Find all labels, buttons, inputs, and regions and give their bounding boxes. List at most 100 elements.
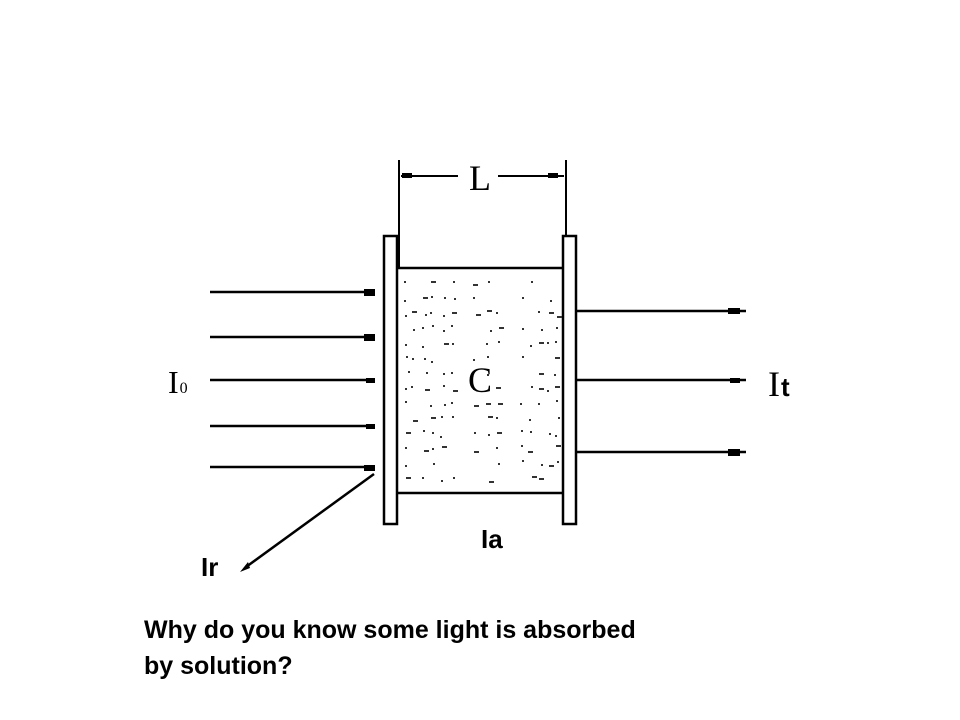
solution-particle [489, 481, 494, 483]
solution-particle [405, 388, 407, 390]
solution-particle [549, 465, 554, 467]
solution-particle [555, 386, 560, 388]
solution-particle [547, 342, 549, 344]
cuvette-left-wall [382, 234, 399, 526]
solution-particle [404, 300, 406, 302]
solution-particle [497, 432, 502, 434]
transmitted-label-main: I [768, 364, 780, 404]
solution-particle [441, 480, 443, 482]
question-text: Why do you know some light is absorbed b… [144, 612, 844, 684]
solution-particle [487, 356, 489, 358]
solution-particle [558, 417, 560, 419]
solution-particle [440, 436, 442, 438]
solution-particle [496, 312, 498, 314]
solution-particle [554, 374, 556, 376]
concentration-label: C [468, 360, 492, 400]
solution-particle [550, 300, 552, 302]
solution-particle [443, 315, 445, 317]
solution-particle [522, 460, 524, 462]
solution-particle [549, 433, 551, 435]
transmitted-beam-heads [728, 308, 740, 456]
solution-particle [454, 298, 456, 300]
solution-particle [557, 461, 559, 463]
solution-particle [473, 388, 475, 390]
solution-particle [432, 325, 434, 327]
incident-beam-head [366, 424, 375, 429]
incident-beam-head [364, 465, 375, 471]
solution-particle [444, 343, 449, 345]
solution-particle [486, 403, 491, 405]
solution-particle [529, 419, 531, 421]
solution-particles [404, 281, 562, 483]
transmitted-beams [577, 309, 746, 454]
solution-particle [422, 477, 424, 479]
solution-particle [432, 448, 434, 450]
solution-particle [488, 416, 493, 418]
solution-particle [522, 297, 524, 299]
reflected-arrow-head [240, 562, 250, 572]
incident-beam-heads [364, 289, 375, 471]
solution-particle [556, 445, 561, 447]
solution-particle [530, 345, 532, 347]
transmitted-beam-head [728, 308, 740, 314]
solution-particle [556, 400, 558, 402]
solution-particle [538, 311, 540, 313]
solution-particle [444, 297, 446, 299]
solution-particle [412, 358, 414, 360]
incident-beam-head [366, 378, 375, 383]
solution-particle [541, 329, 543, 331]
solution-particle [430, 405, 432, 407]
solution-particle [444, 404, 446, 406]
solution-particle [451, 372, 453, 374]
solution-particle [405, 465, 407, 467]
solution-particle [473, 284, 478, 286]
solution-particle [541, 464, 543, 466]
solution-particle [490, 330, 492, 332]
solution-particle [528, 451, 533, 453]
solution-particle [405, 401, 407, 403]
solution-particle [406, 477, 411, 479]
solution-particle [539, 478, 544, 480]
solution-particle [496, 447, 498, 449]
solution-particle [488, 434, 490, 436]
solution-particle [405, 344, 407, 346]
solution-particle [556, 327, 558, 329]
solution-particle [549, 312, 554, 314]
solution-particle [422, 346, 424, 348]
incident-beam-head [364, 289, 375, 296]
solution-particle [405, 447, 407, 449]
solution-particle [423, 430, 425, 432]
solution-particle [442, 446, 447, 448]
solution-particle [406, 356, 408, 358]
solution-particle [431, 296, 433, 298]
solution-particle [498, 341, 500, 343]
solution-particle [433, 463, 435, 465]
solution-particle [521, 445, 523, 447]
solution-particle [555, 435, 557, 437]
reflected-label: Ir [201, 552, 218, 582]
solution-particle [423, 297, 428, 299]
solution-particle [488, 281, 490, 283]
solution-particle [431, 281, 436, 283]
solution-particle [486, 343, 488, 345]
incident-beam-head [364, 334, 375, 341]
transmitted-beam-head [730, 378, 740, 383]
solution-particle [413, 329, 415, 331]
solution-particle [432, 432, 434, 434]
solution-particle [496, 387, 501, 389]
solution-particle [496, 417, 498, 419]
incident-beams [210, 290, 372, 469]
solution-particle [476, 314, 481, 316]
dimension-L [398, 160, 567, 268]
transmitted-label-sub: t [781, 372, 790, 402]
solution-particle [430, 312, 432, 314]
solution-particle [431, 417, 436, 419]
solution-particle [453, 390, 458, 392]
question-line: Why do you know some light is absorbed [144, 616, 636, 644]
transmitted-beam-head [728, 449, 740, 456]
solution-particle [425, 389, 430, 391]
solution-particle [522, 328, 524, 330]
solution-particle [424, 358, 426, 360]
